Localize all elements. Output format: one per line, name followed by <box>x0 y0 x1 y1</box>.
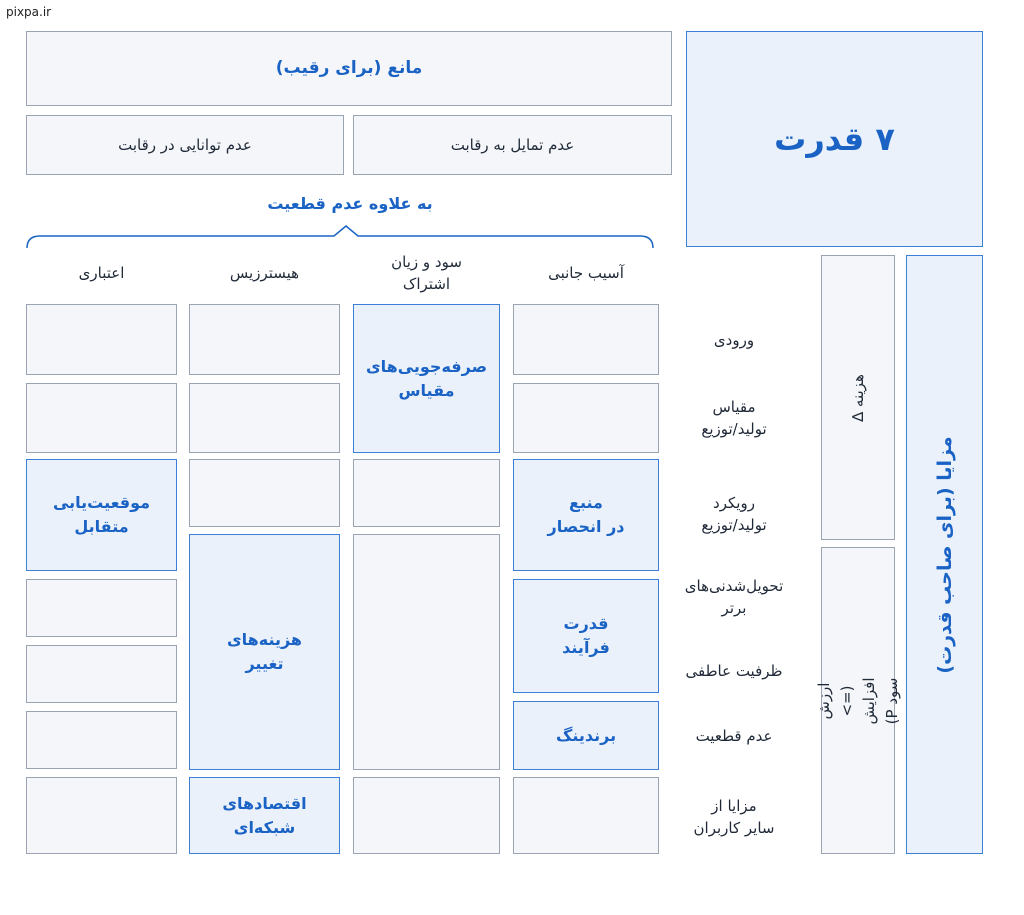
grid-cell <box>189 304 340 375</box>
watermark: pixpa.ir <box>6 5 52 19</box>
grid-cell <box>189 383 340 453</box>
branding-cell: برندینگ <box>513 701 659 770</box>
process-power-label: قدرت فرآیند <box>562 614 610 657</box>
value-label: ارزش (=> افزایش سود P) <box>815 676 901 725</box>
network-economies-label: اقتصادهای شبکه‌ای <box>222 793 307 837</box>
grid-cell <box>513 383 659 453</box>
value-box: ارزش (=> افزایش سود P) <box>815 547 901 854</box>
cost-delta-label: هزینه ∆ <box>848 373 867 422</box>
grid-cell <box>189 459 340 527</box>
seven-powers-title: ۷ قدرت <box>774 120 895 158</box>
seven-powers-box: ۷ قدرت <box>686 31 983 247</box>
row-label-entry: ورودی <box>713 330 755 349</box>
benefit-label: مزایا (برای صاحب قدرت) <box>933 435 956 674</box>
counter-positioning-cell: موقعیت‌یابی متقابل <box>26 459 177 571</box>
benefit-box: مزایا (برای صاحب قدرت) <box>906 255 983 854</box>
switching-costs-cell: هزینه‌های تغییر <box>189 534 340 770</box>
column-header-collateral-damage: آسیب جانبی <box>548 263 624 282</box>
row-label-scale: مقیاس تولید/توزیع <box>701 397 767 439</box>
grid-cell <box>26 383 177 453</box>
column-header-shared-pnl: سود و زیان اشتراک <box>391 252 462 294</box>
unwillingness-box: عدم تمایل به رقابت <box>353 115 672 175</box>
cornered-resource-cell: منبع در انحصار <box>513 459 659 571</box>
barrier-box: مانع (برای رقیب) <box>26 31 672 106</box>
branding-label: برندینگ <box>555 725 617 745</box>
cornered-resource-label: منبع در انحصار <box>547 493 625 536</box>
row-label-emotional: ظرفیت عاطفی <box>685 661 783 680</box>
row-label-approach: رویکرد تولید/توزیع <box>701 493 767 535</box>
unwillingness-label: عدم تمایل به رقابت <box>450 135 575 154</box>
grid-cell <box>26 304 177 375</box>
grid-cell <box>26 579 177 637</box>
column-header-hysteresis: هیسترزیس <box>229 263 300 282</box>
counter-positioning-label: موقعیت‌یابی متقابل <box>52 493 151 536</box>
row-label-user-benefits: مزایا از سایر کاربران <box>693 796 775 838</box>
scale-economies-cell: صرفه‌جویی‌های مقیاس <box>353 304 500 453</box>
cost-delta-box: هزینه ∆ <box>821 255 895 540</box>
grid-cell <box>26 777 177 854</box>
grid-cell <box>353 459 500 527</box>
network-economies-cell: اقتصادهای شبکه‌ای <box>189 777 340 854</box>
scale-economies-label: صرفه‌جویی‌های مقیاس <box>365 356 488 400</box>
process-power-cell: قدرت فرآیند <box>513 579 659 693</box>
grid-cell <box>513 304 659 375</box>
inability-label: عدم توانایی در رقابت <box>118 135 252 154</box>
barrier-title: مانع (برای رقیب) <box>275 57 423 78</box>
grid-cell <box>513 777 659 854</box>
column-header-credit: اعتباری <box>78 263 125 282</box>
row-label-uncertainty: عدم قطعیت <box>695 726 773 745</box>
grid-cell <box>26 645 177 703</box>
switching-costs-label: هزینه‌های تغییر <box>226 630 303 673</box>
grid-cell <box>26 711 177 769</box>
grid-cell <box>353 534 500 770</box>
row-label-deliverables: تحویل‌شدنی‌های برتر <box>684 576 784 618</box>
inability-box: عدم توانایی در رقابت <box>26 115 344 175</box>
grid-cell <box>353 777 500 854</box>
uncertainty-label: به علاوه عدم قطعیت <box>267 194 433 214</box>
